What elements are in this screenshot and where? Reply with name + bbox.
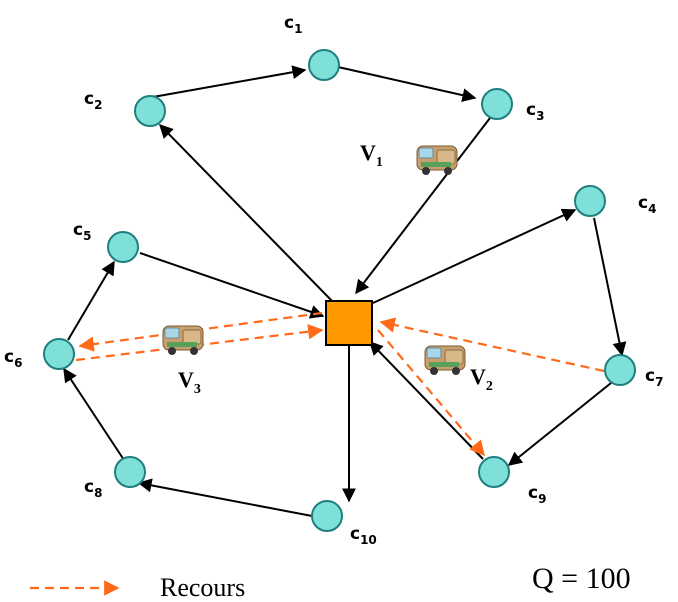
route-edge [137,478,313,517]
customer-label-c3: c3 [526,100,544,123]
customer-node-c10 [311,500,343,532]
customer-label-c7: c7 [645,366,663,389]
vehicle-label-v3: V3 [178,367,201,397]
route-edge [139,252,325,319]
customer-label-c4: c4 [638,193,656,216]
route-edge [593,217,627,357]
garbage-truck-icon [162,325,204,356]
depot [325,300,373,346]
route-edge [67,260,115,341]
vehicle-icons [162,145,466,376]
route-edge [372,208,577,304]
vehicle-label-v1: V1 [360,140,383,170]
customer-label-c5: c5 [73,220,91,243]
capacity-text: Q = 100 [532,562,631,595]
customer-node-c3 [481,88,513,120]
customer-node-c1 [308,49,340,81]
customer-label-c8: c8 [84,477,102,500]
recourse-edge [379,317,605,373]
customer-node-c6 [43,338,75,370]
route-edge [159,123,334,303]
legend: Recours [30,573,245,602]
recourse-edge [377,329,485,457]
route-edges [63,65,627,517]
customer-nodes [43,49,636,532]
route-edge [507,382,612,466]
customer-label-c9: c9 [528,483,546,506]
route-edge [152,65,307,98]
customer-node-c2 [134,95,166,127]
legend-recourse-label: Recours [160,573,245,602]
customer-node-c7 [604,354,636,386]
customer-label-c2: c2 [84,89,102,112]
garbage-truck-icon [424,345,466,376]
route-edge [369,340,484,460]
route-edge [337,66,477,103]
route-edge [355,117,491,295]
vehicle-labels: V1 V2 V3 [178,140,493,397]
customer-node-c5 [107,231,139,263]
garbage-truck-icon [416,145,458,176]
route-edge [63,367,125,461]
customer-node-c4 [574,185,606,217]
customer-label-c10: c10 [350,524,377,547]
customer-node-c9 [478,456,510,488]
customer-node-c8 [114,456,146,488]
customer-label-c1: c1 [284,13,302,36]
customer-label-c6: c6 [4,347,22,370]
vehicle-label-v2: V2 [470,364,493,394]
customer-labels: c1 c2 c3 c4 c5 c6 c7 c8 c9 c10 [4,13,663,547]
